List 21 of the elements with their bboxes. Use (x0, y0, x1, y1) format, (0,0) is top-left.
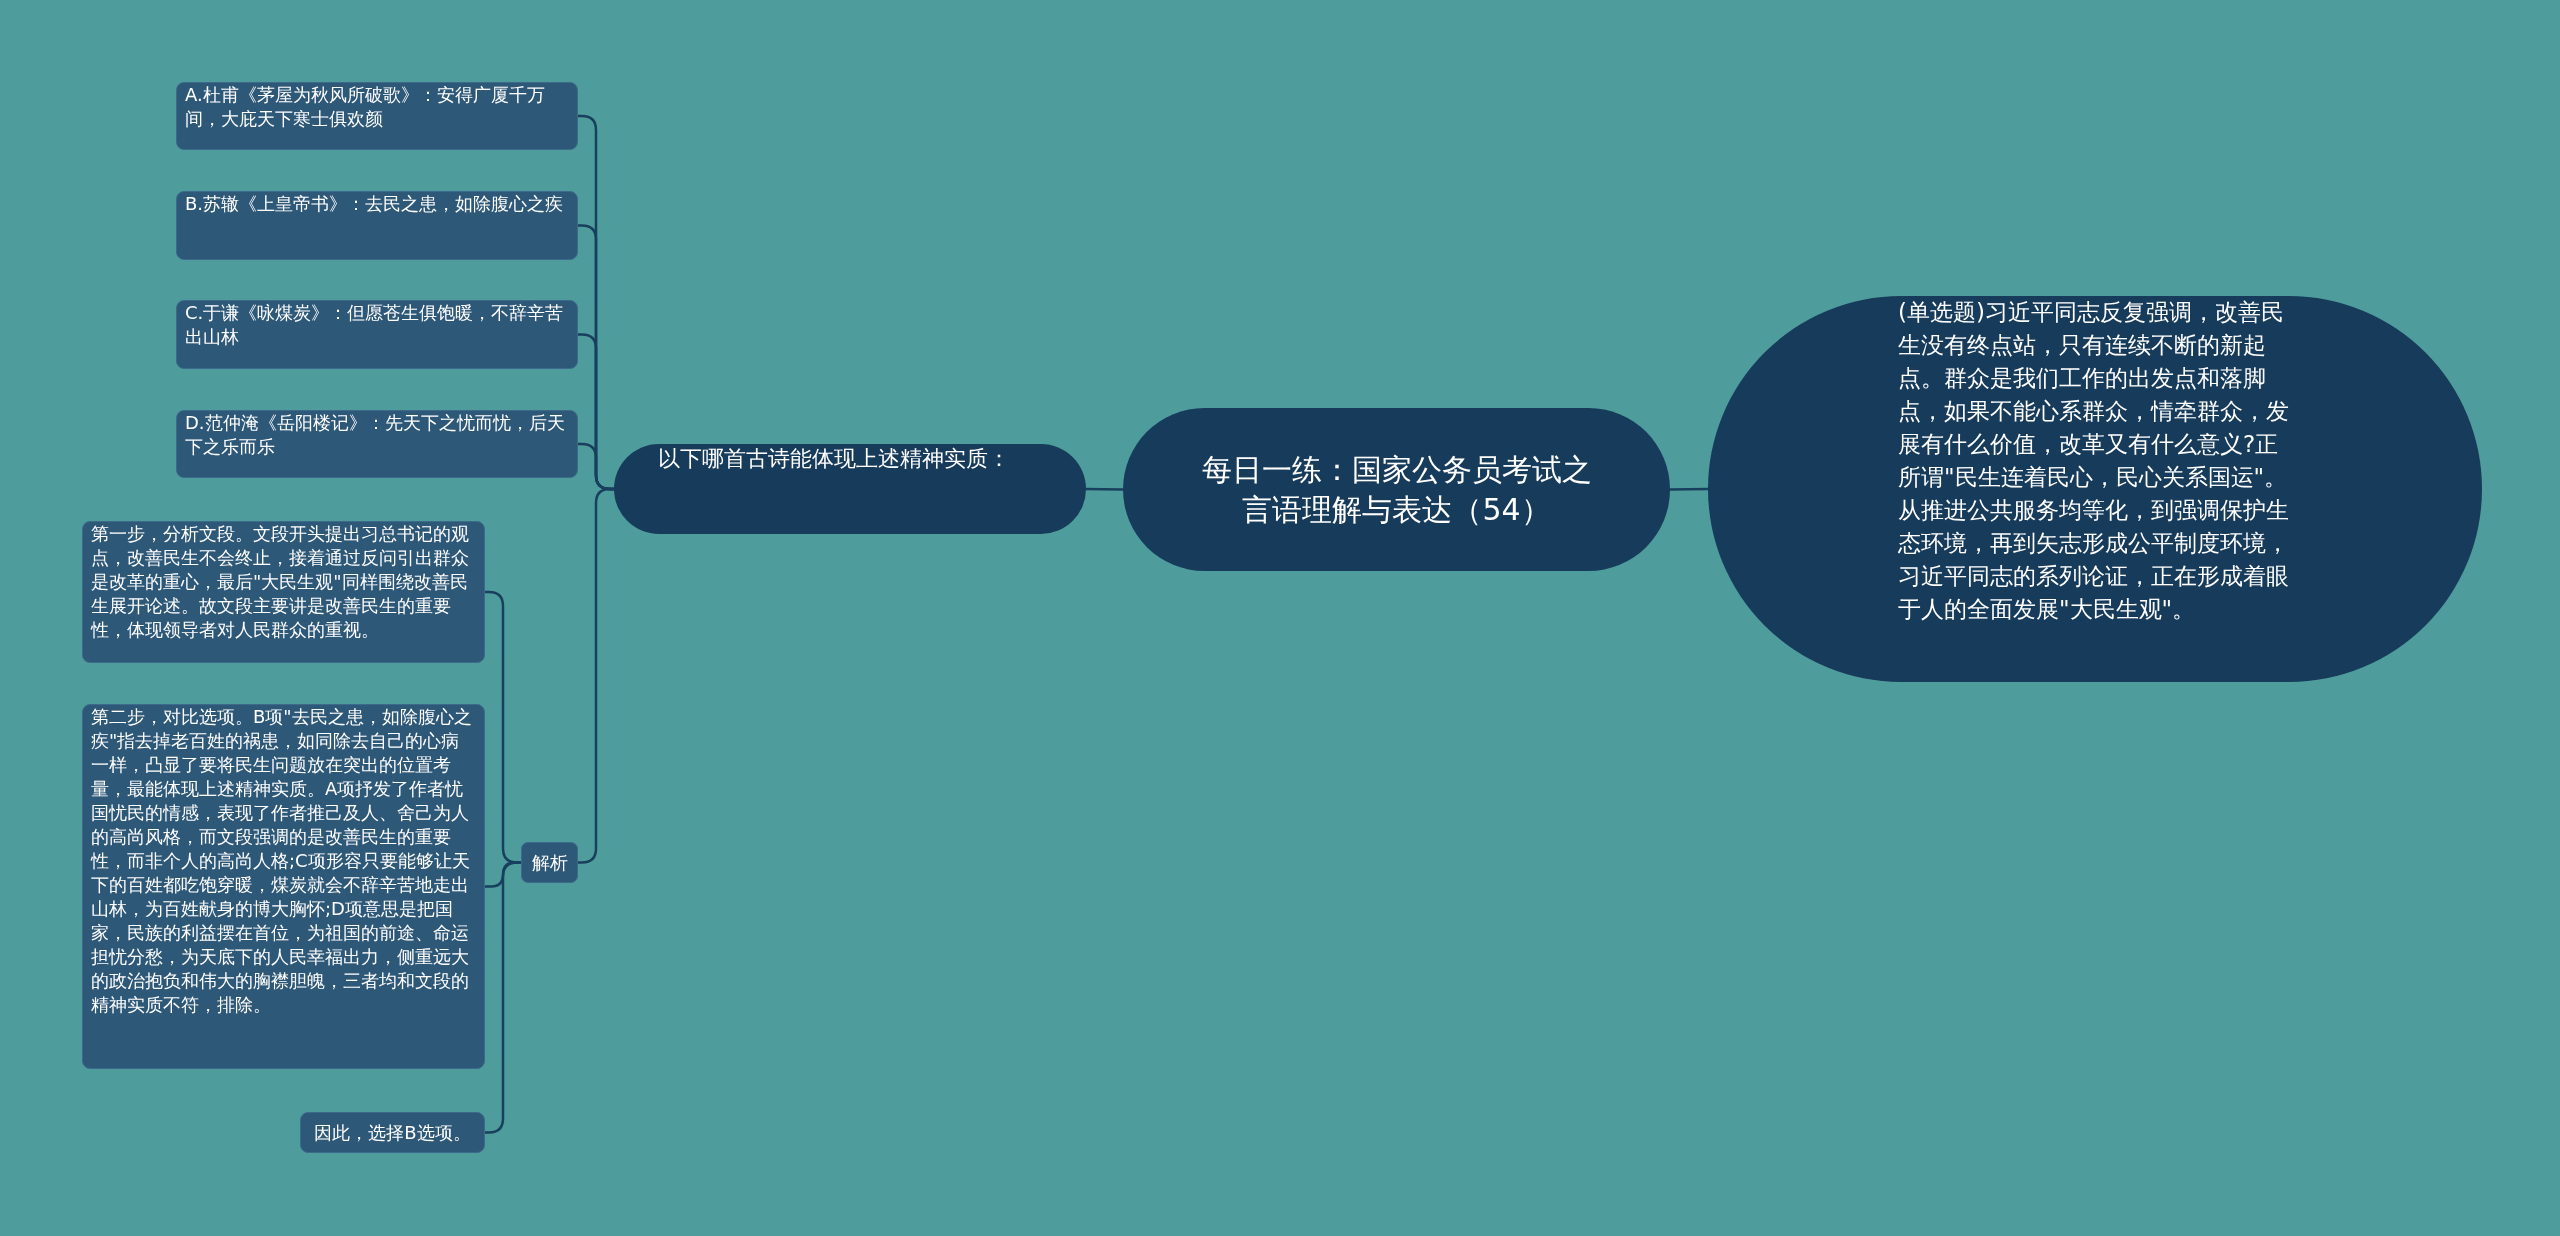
analysis-heading: 解析 (530, 850, 569, 875)
analysis-card (521, 842, 578, 883)
answer-card (300, 1112, 485, 1153)
analysis-step-card (82, 521, 485, 663)
connector-line (1086, 487, 1123, 491)
answer-text: 因此，选择B选项。 (313, 1120, 472, 1145)
analysis-step-card (82, 704, 485, 1069)
topic-title: 每日一练：国家公务员考试之言语理解与表达（54） (1200, 450, 1593, 529)
option-text: B.苏辙《上皇帝书》：去民之患，如除腹心之疾 (185, 192, 565, 216)
option-text: A.杜甫《茅屋为秋风所破歌》：安得广厦千万间，大庇天下寒士俱欢颜 (185, 83, 546, 131)
question-prompt: 以下哪首古诗能体现上述精神实质： (658, 445, 1011, 473)
question-text: (单选题)习近平同志反复强调，改善民生没有终点站，只有连续不断的新起点。群众是我们工作的出发点和落脚点，如果不能心系群众，情牵群众，发展有什么价值，改革又有什么意义?正所谓"民生连着民心，民心关系国运"。从推进公共服务均等化，到强调保护生态环境，再到矢志形成公平制度环境，习近平同志的系列论证，正在形成着眼于人的全面发展"大民生观"。 (1898, 298, 2290, 624)
option-card (176, 191, 578, 260)
option-text: C.于谦《咏煤炭》：但愿苍生俱饱暖，不辞辛苦出山林 (185, 301, 565, 349)
option-card (176, 300, 578, 369)
analysis-step-text: 第二步，对比选项。B项"去民之患，如除腹心之疾"指去掉老百姓的祸患，如同除去自己的心病一样，凸显了要将民生问题放在突出的位置考量，最能体现上述精神实质。A项抒发了作者忧国忧民的情感，表现了作者推己及人、舍己为人的高尚风格，而文段强调的是改善民生的重要性，而非个人的高尚人格;C项形容只要能够让天下的百姓都吃饱穿暖，煤炭就会不辞辛苦地走出山林，为百姓献身的博大胸怀;D项意思是把国家，民族的利益摆在首位，为祖国的前途、命运担忧分愁，为天底下的人民幸福出力，侧重远大的政治抱负和伟大的胸襟胆魄，三者均和文段的精神实质不符，排除。 (91, 705, 473, 1017)
option-card (176, 410, 578, 478)
connector-line (1670, 487, 1708, 491)
analysis-step-text: 第一步，分析文段。文段开头提出习总书记的观点，改善民生不会终止，接着通过反问引出群众是改革的重心，最后"大民生观"同样围绕改善民生展开论述。故文段主要讲是改善民生的重要性，体现领导者对人民群众的重视。 (91, 522, 470, 642)
option-card (176, 82, 578, 150)
option-text: D.范仲淹《岳阳楼记》：先天下之忧而忧，后天下之乐而乐 (185, 411, 566, 459)
